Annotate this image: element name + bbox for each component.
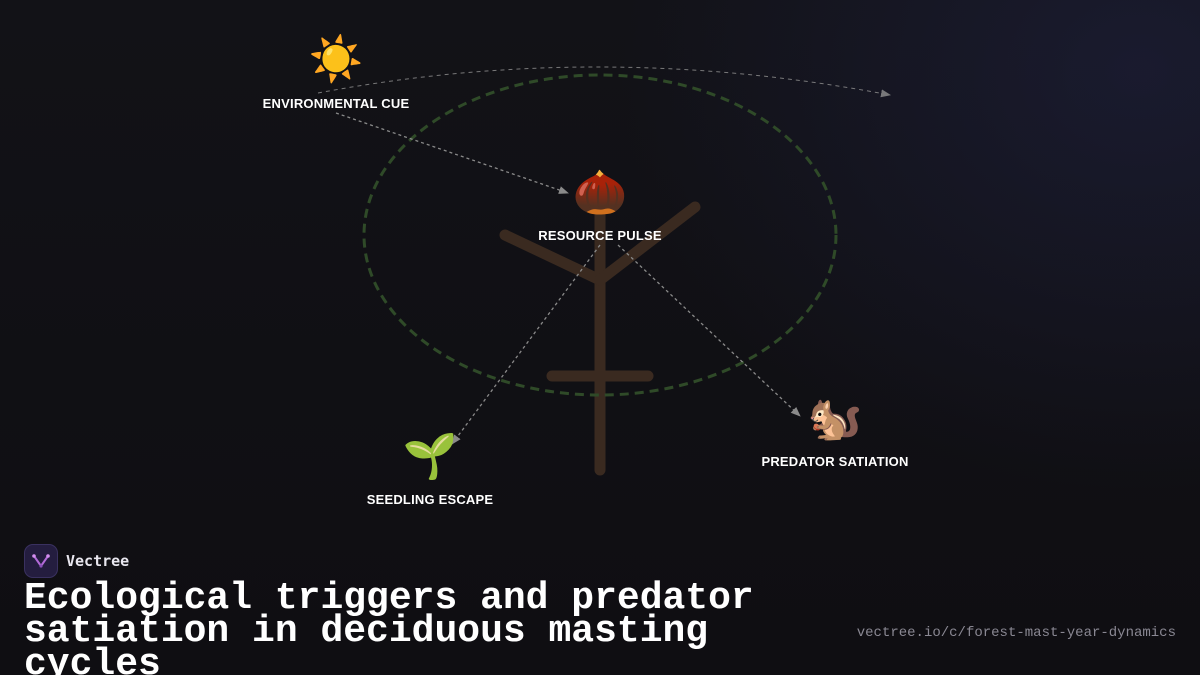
- outer-cycle-arc: [317, 66, 891, 98]
- connector-pulse-to-predator: [617, 244, 801, 417]
- logo-mark: [32, 554, 50, 568]
- tree-branch-right: [594, 201, 701, 286]
- tree-branch-left: [499, 229, 606, 286]
- brand: Vectree: [24, 544, 129, 578]
- predator-satiation-label: PREDATOR SATIATION: [761, 454, 909, 469]
- seedling-escape-label: SEEDLING ESCAPE: [366, 492, 494, 507]
- squirrel-icon: 🐿️: [807, 393, 863, 444]
- source-url: vectree.io/c/forest-mast-year-dynamics: [856, 625, 1176, 641]
- connector-cue-to-pulse: [335, 112, 569, 194]
- environmental-cue-label: ENVIRONMENTAL CUE: [262, 96, 410, 111]
- chestnut-icon: 🌰: [572, 167, 628, 218]
- seedling-icon: 🌱: [402, 431, 458, 482]
- resource-pulse-label: RESOURCE PULSE: [538, 228, 662, 243]
- canopy-cycle-outline: [362, 73, 838, 397]
- tree-graphic: [499, 201, 701, 476]
- connector-pulse-to-seedling: [451, 244, 601, 445]
- vectree-logo-icon: [24, 544, 58, 578]
- page-title: Ecological triggers and predator satiati…: [24, 577, 754, 675]
- brand-name: Vectree: [66, 552, 130, 570]
- sun-icon: ☀️: [308, 34, 364, 85]
